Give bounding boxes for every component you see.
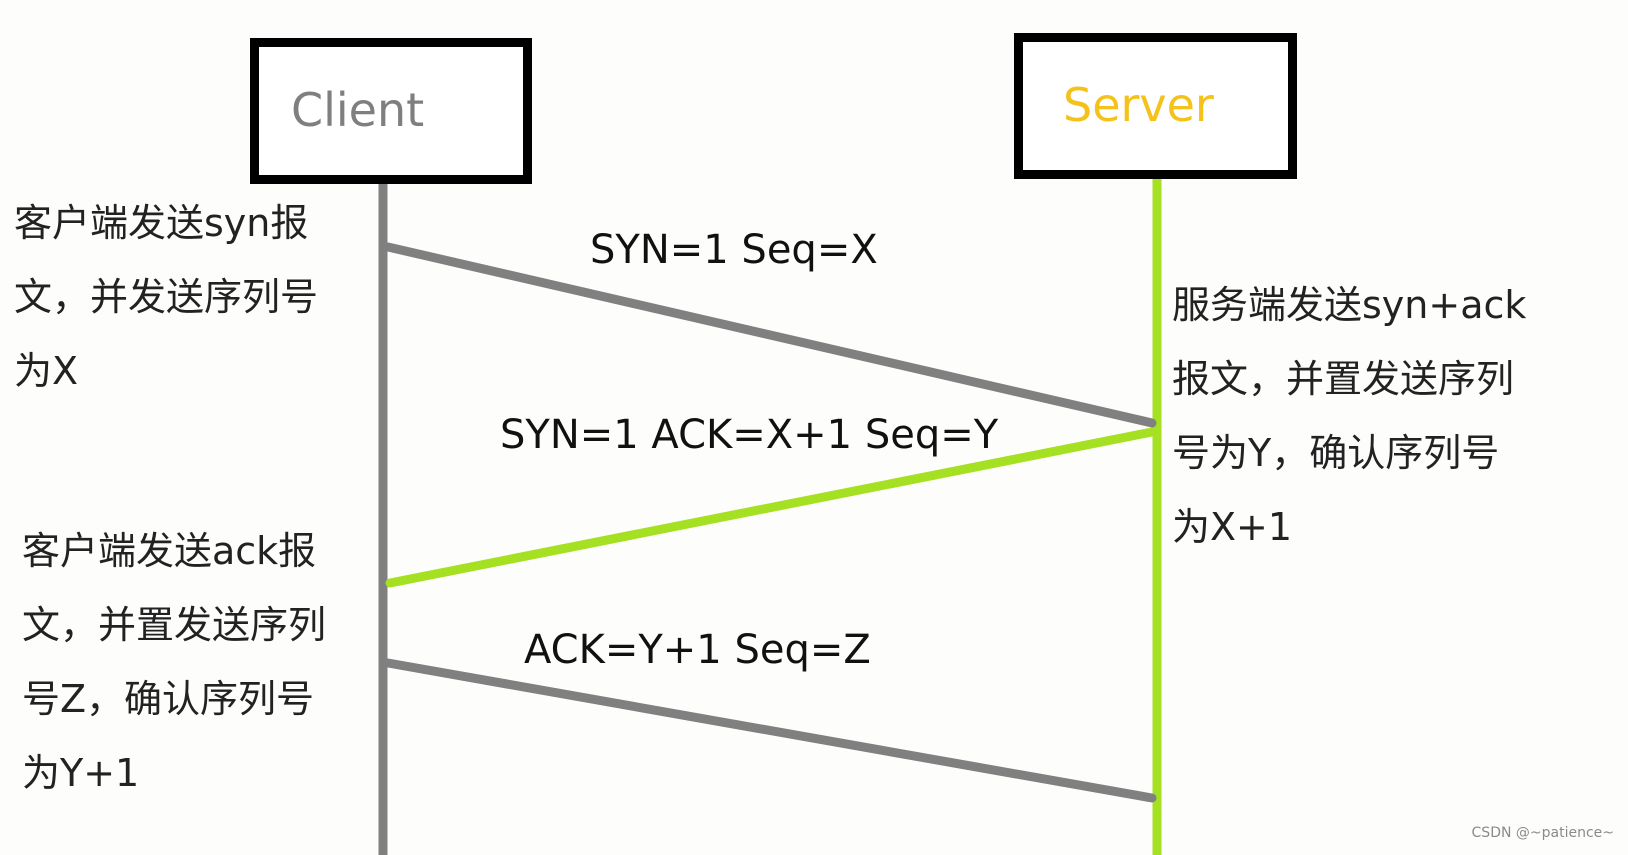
note-line: 号为Y，确认序列号 <box>1172 431 1500 475</box>
note-line: 服务端发送syn+ack <box>1172 283 1527 327</box>
note-line: 为Y+1 <box>22 751 140 795</box>
note-line: 客户端发送ack报 <box>22 529 317 573</box>
server-syn-ack-note: 服务端发送syn+ack 报文，并置发送序列 号为Y，确认序列号 为X+1 <box>1172 268 1526 564</box>
syn-ack-message-label: SYN=1 ACK=X+1 Seq=Y <box>500 412 999 458</box>
server-label: Server <box>1063 78 1214 132</box>
note-line: 文，并置发送序列 <box>22 603 327 647</box>
client-label: Client <box>291 83 425 137</box>
client-box: Client <box>250 38 532 184</box>
note-line: 报文，并置发送序列 <box>1172 357 1515 401</box>
client-syn-note: 客户端发送syn报 文，并发送序列号 为X <box>14 186 318 408</box>
syn-ack-arrow <box>385 427 1157 588</box>
watermark: CSDN @~patience~ <box>1471 825 1614 841</box>
note-line: 客户端发送syn报 <box>14 201 309 245</box>
note-line: 号Z，确认序列号 <box>22 677 315 721</box>
note-line: 文，并发送序列号 <box>14 275 319 319</box>
ack-message-label: ACK=Y+1 Seq=Z <box>524 627 871 673</box>
client-ack-note: 客户端发送ack报 文，并置发送序列 号Z，确认序列号 为Y+1 <box>22 514 326 810</box>
server-box: Server <box>1014 33 1297 179</box>
note-line: 为X+1 <box>1172 505 1293 549</box>
note-line: 为X <box>14 349 79 393</box>
ack-arrow <box>383 658 1157 803</box>
syn-message-label: SYN=1 Seq=X <box>590 227 878 273</box>
syn-arrow <box>383 242 1157 428</box>
